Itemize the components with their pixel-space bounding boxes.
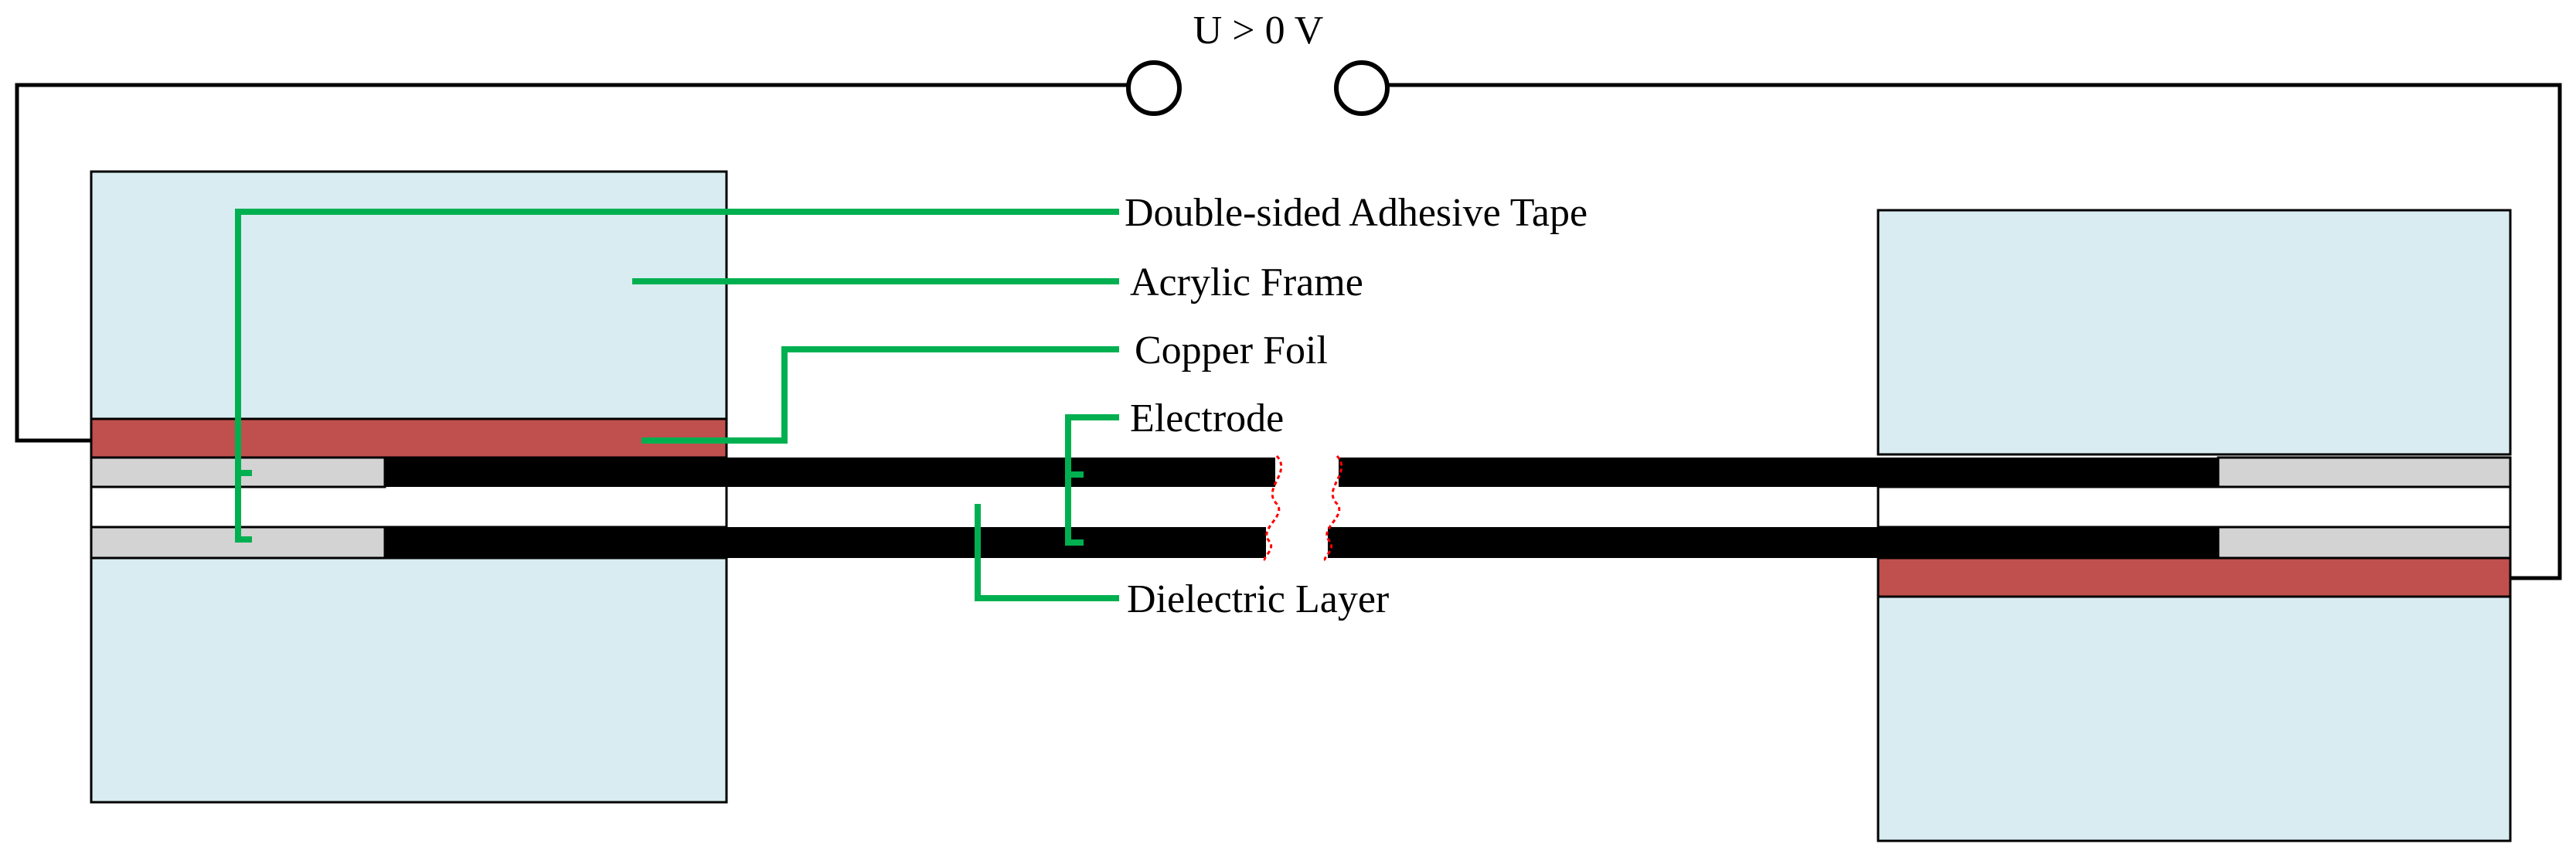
right-wire (1389, 83, 2562, 580)
electrodes (385, 458, 2218, 558)
right-frame-assembly (1877, 209, 2512, 842)
tape-right-top (2217, 456, 2512, 488)
leader-electrode (1065, 414, 1119, 546)
leader-copper (641, 346, 1119, 444)
label-dielectric-layer: Dielectric Layer (1127, 577, 1389, 621)
circuit-wires (15, 83, 2562, 580)
leader-lines (235, 209, 1119, 601)
leader-tape (235, 209, 1119, 543)
electrode-top-right (1339, 458, 2218, 487)
right-terminal (1334, 60, 1390, 116)
electrode-top-left (385, 458, 1275, 487)
label-acrylic-frame: Acrylic Frame (1130, 260, 1363, 305)
left-copper-foil (90, 417, 728, 459)
break-mark-left (1263, 454, 1283, 563)
leader-dielectric (975, 504, 1119, 601)
break-mark-right (1323, 454, 1343, 563)
break-marks (1263, 454, 1343, 563)
right-copper-foil (1877, 556, 2512, 598)
left-acrylic-frame-bottom (90, 556, 728, 804)
voltage-label: U > 0 V (1193, 9, 1324, 53)
left-terminal (1126, 60, 1182, 116)
electrode-bottom-right (1328, 527, 2218, 558)
label-copper-foil: Copper Foil (1135, 328, 1328, 373)
right-acrylic-frame-top (1877, 209, 2512, 456)
left-wire (15, 83, 1132, 443)
right-acrylic-frame-bottom (1877, 595, 2512, 842)
right-white-spacer (1877, 485, 2512, 529)
label-double-sided-adhesive-tape: Double-sided Adhesive Tape (1125, 191, 1587, 235)
tape-right-bottom (2217, 526, 2512, 560)
electrode-bottom-left (385, 527, 1266, 558)
label-electrode: Electrode (1130, 396, 1284, 441)
